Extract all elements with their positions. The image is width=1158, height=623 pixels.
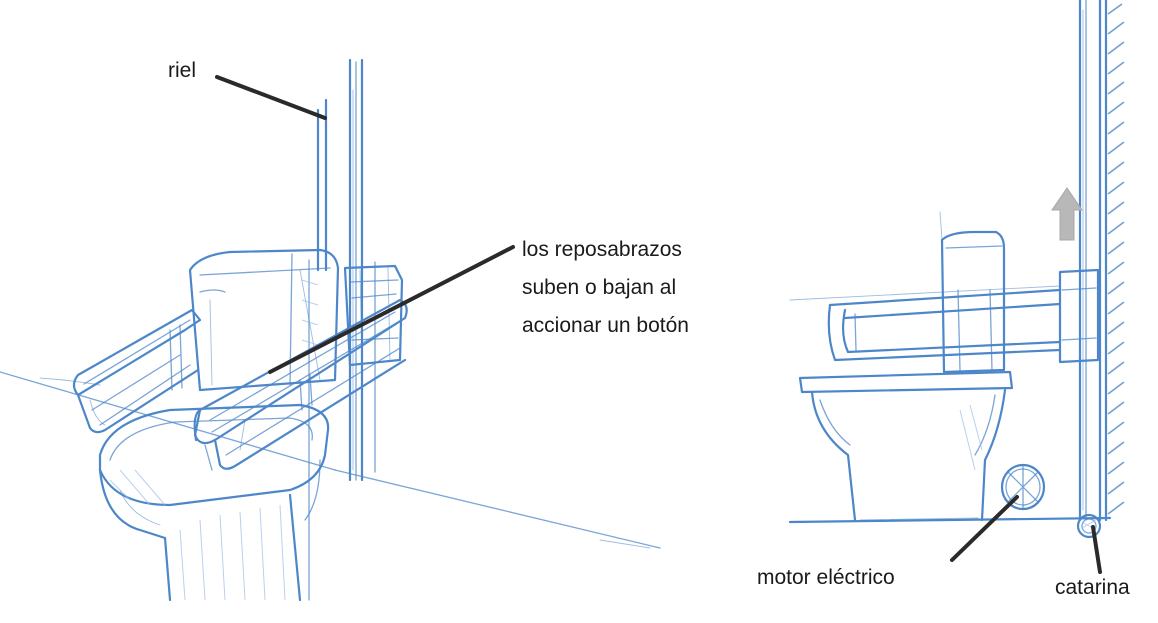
rail-posts [308,58,364,601]
leader-lines [215,75,1102,574]
side-view-toilet-sketch [788,0,1125,539]
armrests-label: los reposabrazos suben o bajan al accion… [522,231,762,345]
side-rail [1078,0,1087,522]
side-tank [939,211,1006,374]
rail-leader [215,75,327,120]
motor-sketch [1000,463,1046,511]
side-bowl [788,370,1112,524]
perspective-toilet-sketch [0,58,661,602]
toilet-tank [188,248,340,392]
armrests-label-line-1: los reposabrazos [522,238,682,261]
motor-leader [950,495,1019,562]
sprocket-label: catarina [1055,576,1130,599]
motor-label: motor eléctrico [757,566,895,589]
rail-label: riel [168,59,197,82]
up-arrow [1051,187,1083,241]
side-carriage [1058,268,1100,364]
armrests-label-line-2: suben o bajan al [522,276,677,299]
left-armrest [72,308,202,434]
side-armrest [789,285,1062,362]
toilet-bowl [98,403,330,602]
wall [1098,0,1125,522]
armrests-leader [268,245,515,374]
room-lines [0,261,661,549]
sprocket-leader [1091,525,1102,574]
armrests-label-line-3: accionar un botón [522,314,689,337]
